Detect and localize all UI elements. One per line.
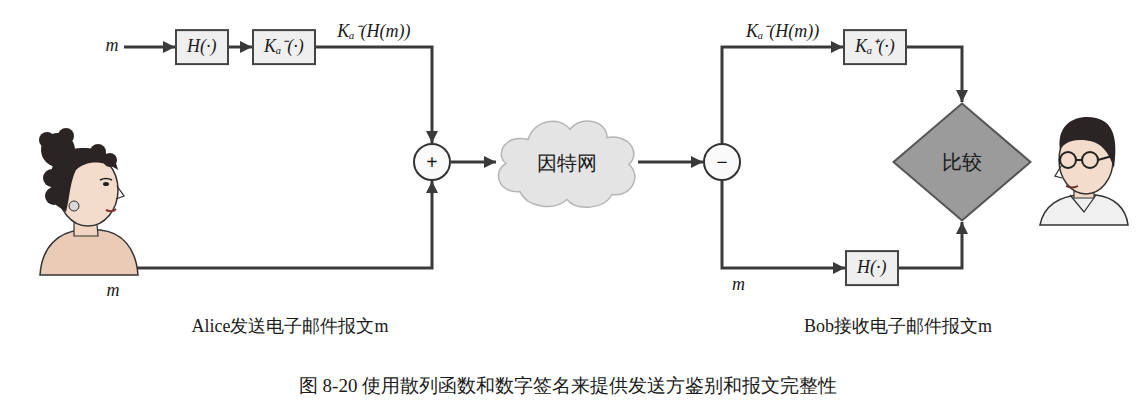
process-box: Kₐ⁻(·) — [252, 29, 316, 65]
splitter-circle: − — [703, 143, 741, 181]
node-text: 比较 — [942, 151, 982, 173]
node-text: H(·) — [857, 258, 887, 278]
connector-arrow — [229, 46, 253, 49]
figure-caption: 图 8-20 使用散列函数和数字签名来提供发送方鉴别和报文完整性 — [297, 373, 839, 399]
bob-figure — [1040, 117, 1128, 225]
combiner-circle: + — [413, 143, 451, 181]
process-box: H(·) — [845, 250, 899, 286]
message-label: m — [105, 280, 122, 301]
edge-label: Kₐ⁻(H(m)) — [335, 18, 412, 42]
decision-diamond: 比较 — [892, 102, 1032, 222]
connector-arrow — [899, 222, 963, 268]
connector-arrow — [316, 47, 432, 143]
process-box: Kₐ⁺(·) — [843, 29, 907, 65]
input-wire — [100, 181, 432, 268]
node-text: Kₐ⁻(·) — [264, 37, 304, 57]
receiver-caption: Bob接收电子邮件报文m — [802, 314, 994, 338]
message-label: m — [104, 35, 121, 56]
node-text: Kₐ⁺(·) — [855, 37, 895, 57]
network-cloud: 因特网 — [492, 110, 642, 215]
alice-figure — [39, 128, 138, 275]
node-text: 因特网 — [537, 151, 597, 173]
node-text: − — [716, 151, 727, 173]
connector-arrow — [722, 47, 843, 143]
connector-arrow — [638, 161, 703, 164]
node-text: H(·) — [187, 37, 217, 57]
connector-arrow — [451, 161, 496, 164]
connector-arrow — [722, 181, 845, 268]
process-box: H(·) — [175, 29, 229, 65]
node-text: + — [426, 151, 437, 173]
edge-label: m — [730, 274, 747, 295]
sender-caption: Alice发送电子邮件报文m — [190, 314, 391, 338]
input-wire — [124, 46, 175, 49]
edge-label: Kₐ⁻(H(m)) — [744, 18, 821, 42]
connector-arrow — [907, 47, 962, 102]
